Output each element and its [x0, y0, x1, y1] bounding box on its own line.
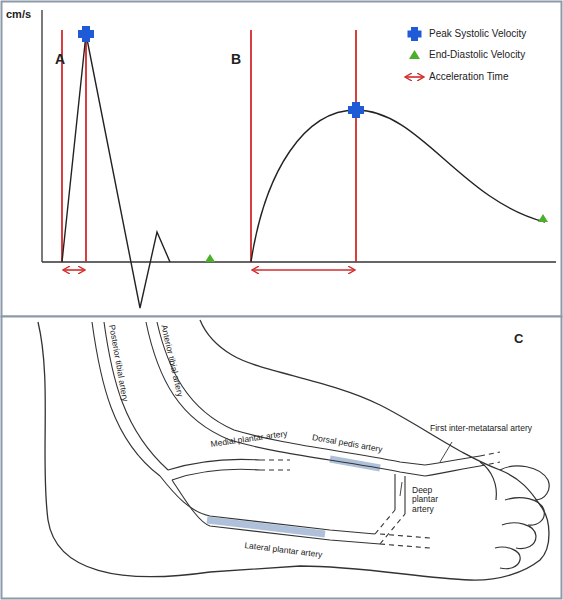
- foot-outline: [38, 320, 549, 580]
- waveform-a: [62, 34, 170, 308]
- panel-letter: C: [514, 332, 523, 346]
- legend-text: End-Diastolic Velocity: [429, 49, 525, 60]
- marker-line: [250, 30, 252, 262]
- chart-panel: [2, 2, 562, 317]
- peak-marker: [348, 102, 364, 118]
- acceleration-arrow: [253, 269, 354, 271]
- diastolic-marker: [538, 214, 548, 222]
- peak-marker: [78, 26, 94, 42]
- marker-line: [355, 30, 357, 262]
- artery-label: Deep plantar artery: [412, 486, 452, 514]
- acceleration-arrow: [64, 269, 84, 271]
- legend-plus: [408, 27, 422, 41]
- axis-unit: cm/s: [6, 8, 31, 20]
- toes: [480, 462, 549, 569]
- legend-text: Acceleration Time: [429, 71, 508, 82]
- artery-label: First inter-metatarsal artery: [430, 424, 532, 433]
- panel-letter: A: [55, 52, 65, 67]
- diastolic-marker: [205, 254, 215, 262]
- x-axis: [42, 261, 556, 262]
- arteries: [92, 322, 500, 548]
- panel-letter: B: [231, 52, 241, 67]
- marker-line: [85, 30, 87, 262]
- legend-arrow: [406, 76, 423, 78]
- legend-triangle: [409, 50, 420, 59]
- anatomy-panel: [2, 317, 562, 599]
- legend-text: Peak Systolic Velocity: [429, 28, 526, 39]
- y-axis: [41, 10, 42, 262]
- waveform-b: [251, 110, 545, 262]
